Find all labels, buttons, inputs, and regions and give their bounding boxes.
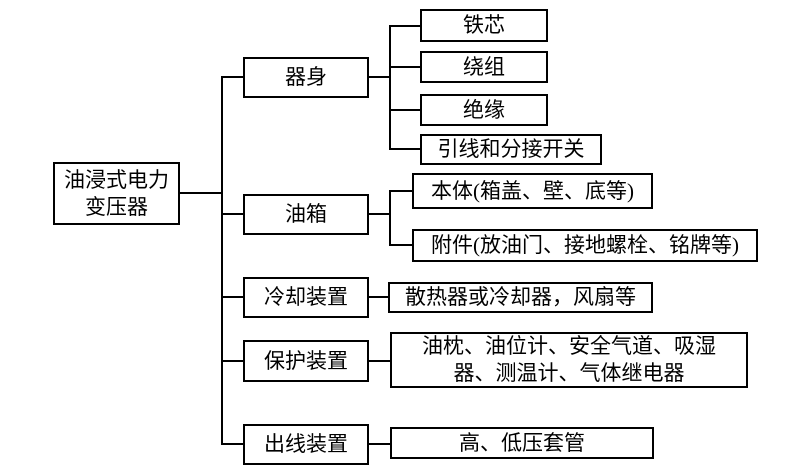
- connector-trunk-to-outlet: [221, 443, 245, 445]
- connector-protection-to-leaf: [367, 360, 392, 362]
- connector-to-tank-body: [389, 190, 414, 192]
- node-outlet-device: 出线装置: [243, 424, 369, 465]
- connector-trunk-to-oil-tank: [221, 213, 245, 215]
- leaf-tank-accessories-label: 附件(放油门、接地螺栓、铭牌等): [431, 233, 739, 257]
- node-cooling-device: 冷却装置: [243, 277, 369, 318]
- connector-to-insulation: [389, 109, 422, 111]
- connector-to-winding: [389, 66, 422, 68]
- node-protection-device-label: 保护装置: [264, 348, 348, 373]
- leaf-bushings: 高、低压套管: [390, 427, 654, 459]
- connector-cooling-to-leaf: [367, 296, 390, 298]
- root-label-line1: 油浸式电力: [64, 167, 169, 192]
- leaf-iron-core-label: 铁芯: [463, 13, 505, 37]
- connector-root-to-trunk: [179, 192, 223, 194]
- connector-outlet-to-leaf: [367, 443, 392, 445]
- node-outlet-device-label: 出线装置: [264, 432, 348, 456]
- node-oil-tank-label: 油箱: [285, 202, 327, 226]
- oil-tank-branch-vline: [389, 190, 391, 246]
- root-label-line2: 变压器: [85, 194, 148, 219]
- leaf-leads-tap-switch-label: 引线和分接开关: [437, 137, 585, 161]
- leaf-iron-core: 铁芯: [420, 9, 548, 42]
- connector-to-tank-accessories: [389, 244, 414, 246]
- leaf-winding: 绕组: [420, 51, 548, 83]
- connector-body-out: [367, 76, 391, 78]
- node-body-label: 器身: [285, 65, 327, 89]
- connector-trunk-to-body: [221, 76, 245, 78]
- leaf-protection-parts-line1: 油枕、油位计、安全气道、吸湿: [422, 334, 716, 358]
- leaf-protection-parts: 油枕、油位计、安全气道、吸湿 器、测温计、气体继电器: [390, 332, 748, 388]
- node-protection-device: 保护装置: [243, 340, 369, 382]
- leaf-insulation-label: 绝缘: [463, 97, 505, 122]
- leaf-protection-parts-line2: 器、测温计、气体继电器: [453, 361, 685, 385]
- connector-to-leads-tap-switch: [389, 148, 422, 150]
- leaf-tank-accessories: 附件(放油门、接地螺栓、铭牌等): [412, 229, 758, 262]
- connector-to-iron-core: [389, 25, 422, 27]
- leaf-radiator-fan: 散热器或冷却器，风扇等: [388, 282, 653, 313]
- body-branch-vline: [389, 25, 391, 150]
- node-oil-tank: 油箱: [243, 194, 369, 235]
- trunk-line: [221, 76, 223, 445]
- leaf-tank-body: 本体(箱盖、壁、底等): [412, 173, 653, 209]
- node-transformer-root: 油浸式电力 变压器: [53, 162, 180, 225]
- leaf-insulation: 绝缘: [420, 94, 548, 126]
- connector-trunk-to-cooling: [221, 296, 245, 298]
- leaf-radiator-fan-label: 散热器或冷却器，风扇等: [405, 285, 636, 309]
- connector-trunk-to-protection: [221, 360, 245, 362]
- leaf-bushings-label: 高、低压套管: [459, 430, 585, 455]
- connector-oil-tank-out: [367, 213, 391, 215]
- node-body: 器身: [243, 57, 369, 98]
- leaf-winding-label: 绕组: [463, 54, 505, 79]
- leaf-leads-tap-switch: 引线和分接开关: [420, 134, 602, 165]
- leaf-tank-body-label: 本体(箱盖、壁、底等): [431, 178, 634, 203]
- node-cooling-device-label: 冷却装置: [264, 285, 348, 309]
